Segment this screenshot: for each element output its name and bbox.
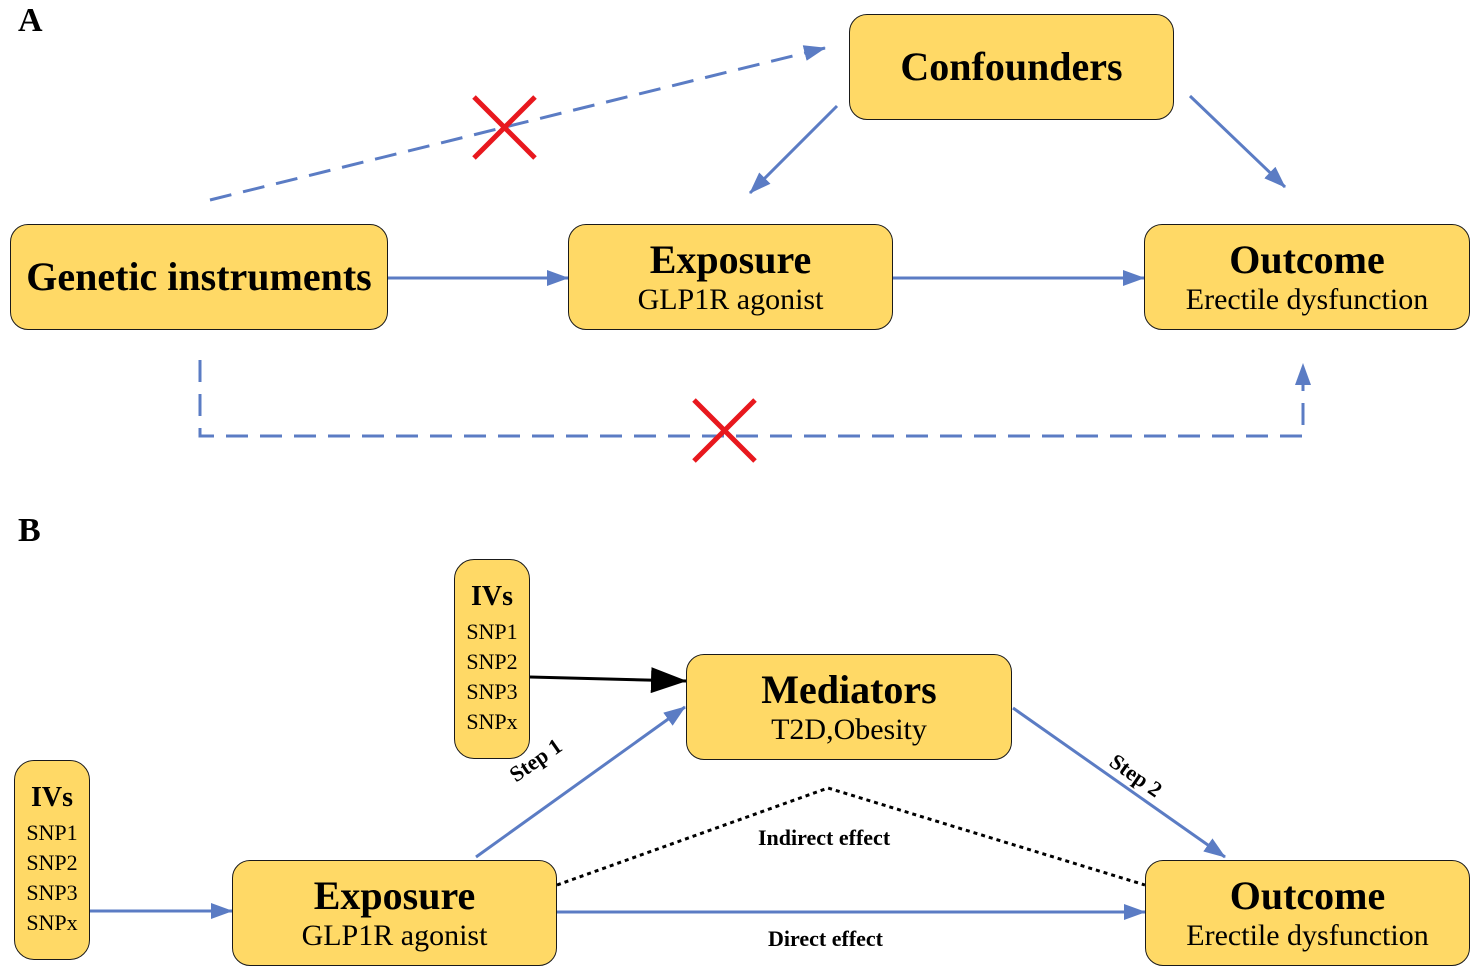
- snp-item: SNP2: [466, 649, 518, 675]
- exposure-title-a: Exposure: [649, 236, 812, 282]
- snp-item: SNP1: [466, 619, 518, 645]
- indirect-effect-label: Indirect effect: [758, 825, 891, 850]
- genetic-instruments-title: Genetic instruments: [26, 254, 372, 299]
- mediators-to-outcome-arrow: [1012, 706, 1226, 859]
- outcome-subtitle-a: Erectile dysfunction: [1185, 282, 1429, 316]
- mediators-box: Mediators T2D,Obesity: [686, 654, 1012, 760]
- confounders-to-outcome-arrow: [1188, 94, 1287, 189]
- exposure-title-b: Exposure: [313, 872, 476, 918]
- ivs-to-mediators-arrow: [529, 667, 687, 694]
- snp-item: SNP1: [26, 820, 78, 846]
- exposure-subtitle-b: GLP1R agonist: [301, 918, 488, 952]
- exposure-box-b: Exposure GLP1R agonist: [232, 860, 557, 966]
- exposure-subtitle-a: GLP1R agonist: [637, 282, 824, 316]
- exposure-box-a: Exposure GLP1R agonist: [568, 224, 893, 330]
- mediators-title: Mediators: [761, 666, 937, 712]
- confounders-to-exposure-arrow: [748, 104, 839, 195]
- direct-effect-label: Direct effect: [768, 926, 883, 951]
- ivs-box-top: IVs SNP1 SNP2 SNP3 SNPx: [454, 559, 530, 759]
- exposure-to-mediators-arrow: [475, 705, 686, 859]
- snp-item: SNP3: [466, 679, 518, 705]
- outcome-title-b: Outcome: [1229, 872, 1386, 918]
- outcome-subtitle-b: Erectile dysfunction: [1186, 918, 1429, 952]
- ivs-title-left: IVs: [30, 781, 73, 813]
- snp-item: SNP3: [26, 880, 78, 906]
- snp-item: SNPx: [466, 709, 518, 735]
- mediators-subtitle: T2D,Obesity: [771, 712, 927, 746]
- genetic-to-outcome-dashed-arrow: [198, 360, 1311, 438]
- snp-item: SNPx: [26, 910, 78, 936]
- ivs-title-top: IVs: [470, 580, 513, 612]
- cross-icon-upper: [472, 95, 537, 160]
- outcome-box-a: Outcome Erectile dysfunction: [1144, 224, 1470, 330]
- snp-item: SNP2: [26, 850, 78, 876]
- cross-icon-lower: [692, 398, 757, 463]
- confounders-box: Confounders: [849, 14, 1174, 120]
- confounders-title: Confounders: [900, 44, 1123, 89]
- panel-label-b: B: [18, 512, 41, 549]
- outcome-title-a: Outcome: [1229, 236, 1385, 282]
- ivs-box-left: IVs SNP1 SNP2 SNP3 SNPx: [14, 760, 90, 960]
- outcome-box-b: Outcome Erectile dysfunction: [1145, 860, 1470, 966]
- genetic-instruments-box: Genetic instruments: [10, 224, 388, 330]
- genetic-to-confounders-dashed-arrow: [209, 45, 826, 202]
- panel-label-a: A: [18, 2, 43, 39]
